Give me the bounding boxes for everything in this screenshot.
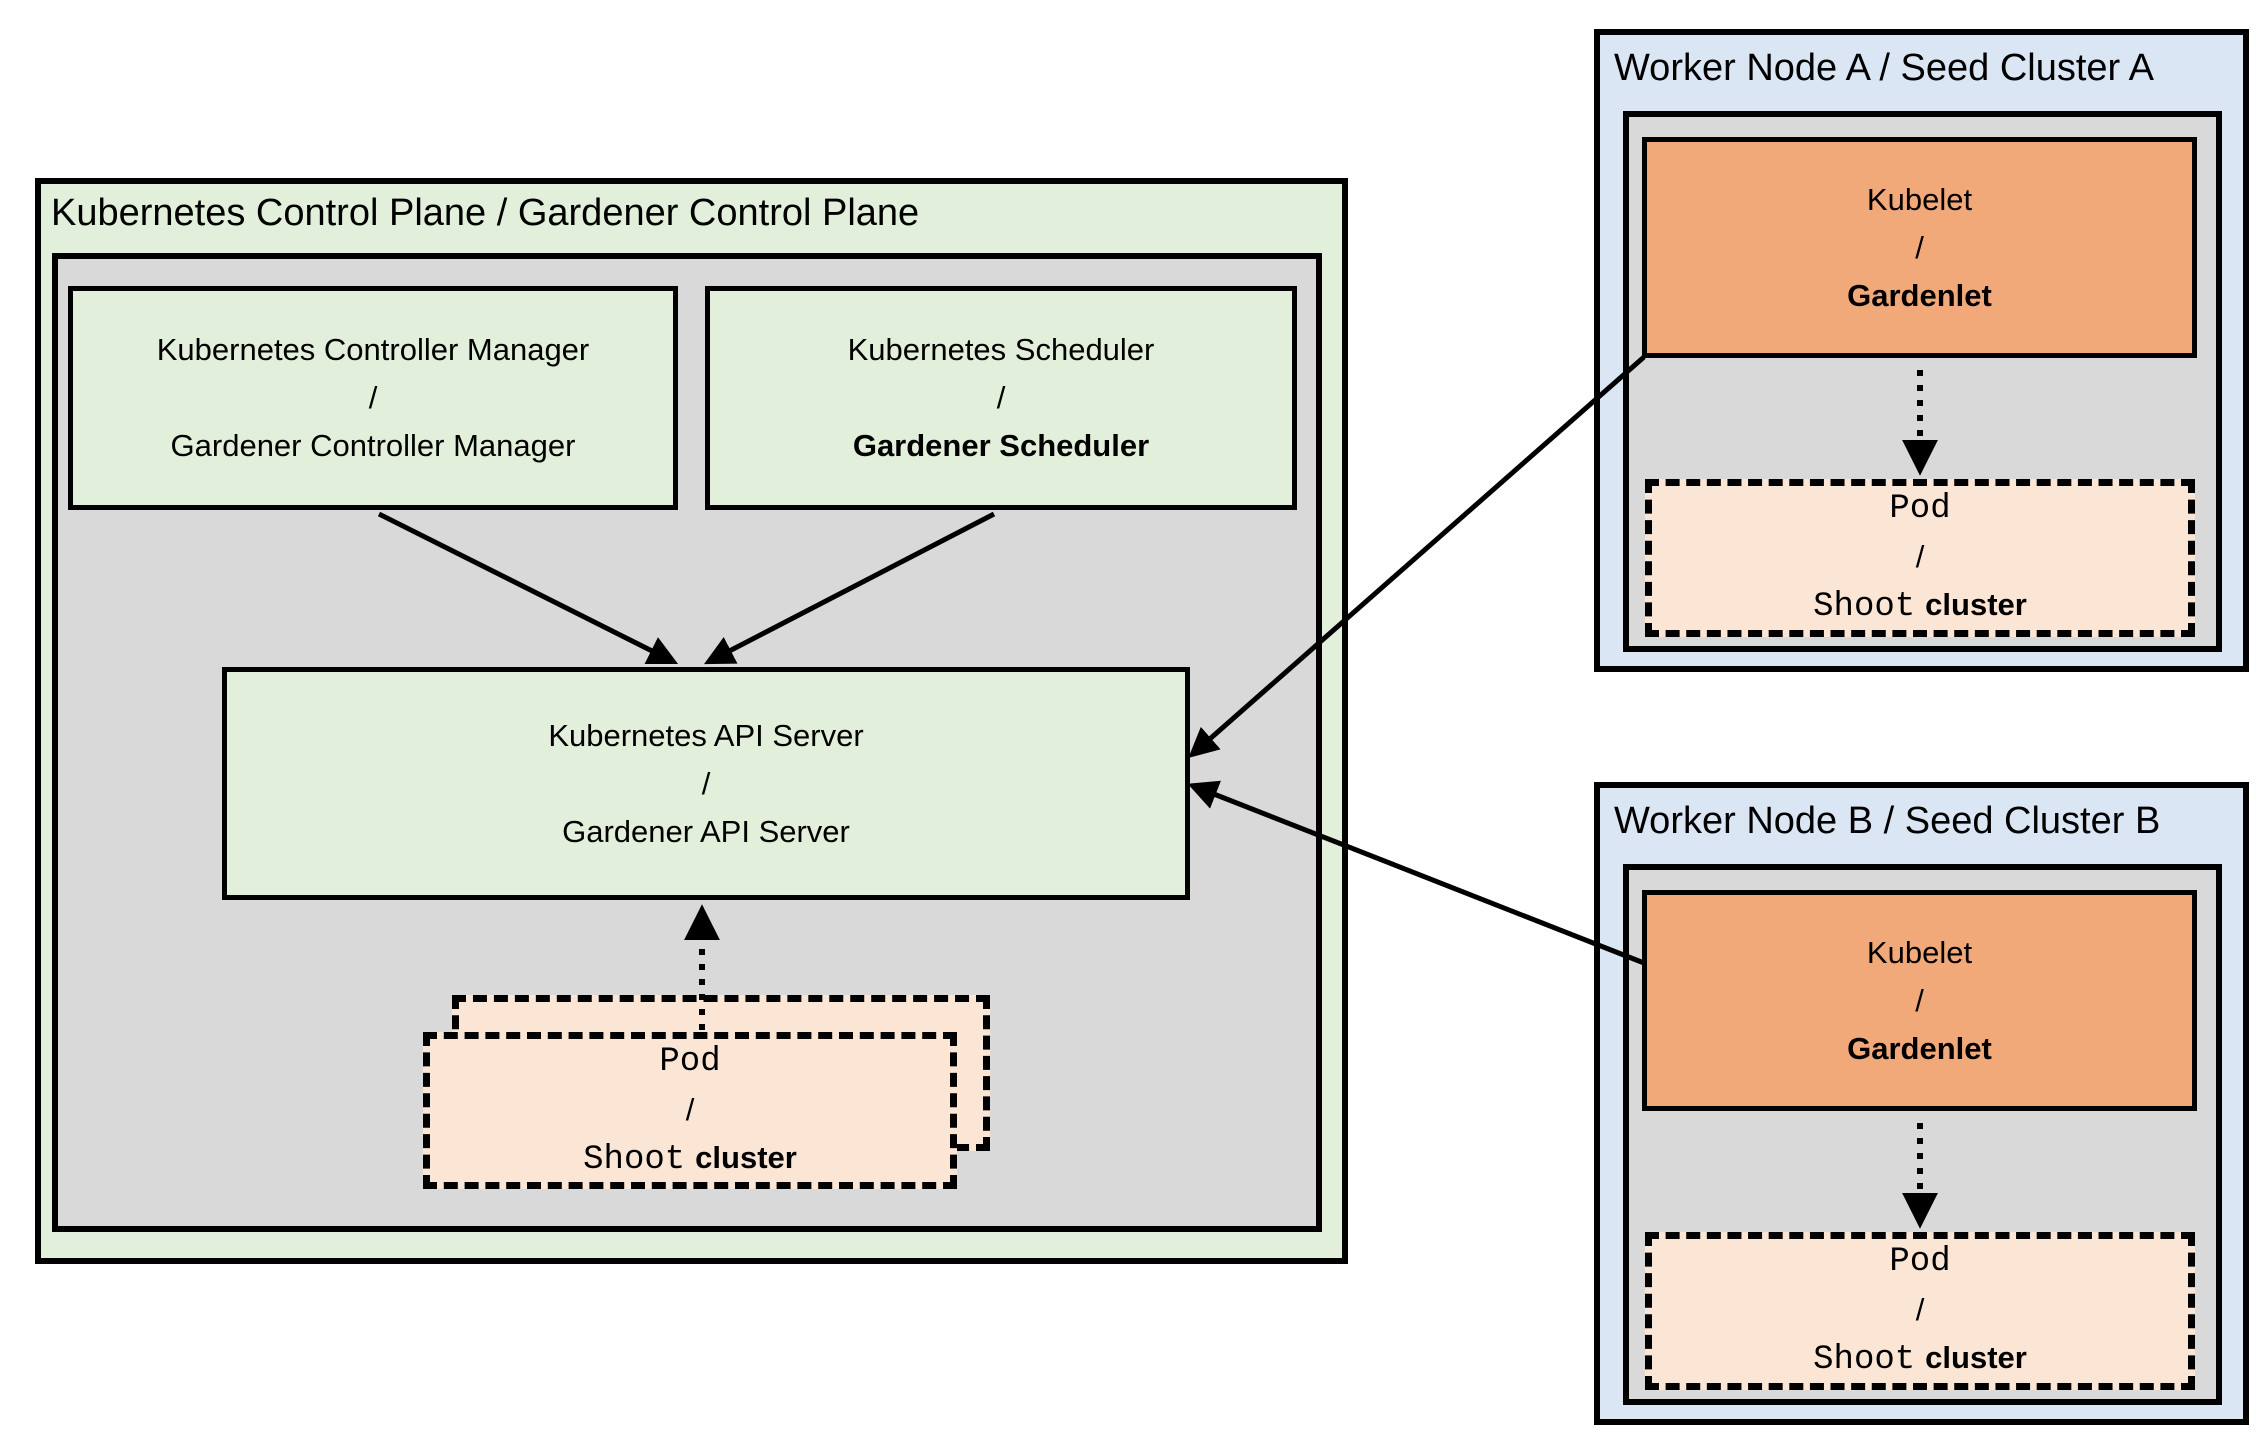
worker-node-b-box: Worker Node B / Seed Cluster B Kubelet /… [1594, 782, 2249, 1425]
pod-shoot-box-b: Pod / Shoot cluster [1645, 1232, 2195, 1390]
scheduler-box: Kubernetes Scheduler / Gardener Schedule… [705, 286, 1297, 510]
pod-label-line1: Pod [659, 1042, 721, 1081]
kubelet-b-line3: Gardenlet [1847, 1030, 1992, 1066]
pod-b-line2: / [1915, 1292, 1925, 1327]
pod-a-line3-text: cluster [1925, 587, 2027, 622]
worker-node-b-inner-panel: Kubelet / Gardenlet Pod / Shoot cluster [1623, 864, 2222, 1405]
pod-b-line3-code: Shoot [1813, 1341, 1916, 1379]
worker-node-a-title: Worker Node A / Seed Cluster A [1614, 47, 2155, 89]
api-server-label-line1: Kubernetes API Server [548, 717, 864, 753]
kubelet-gardenlet-box-a: Kubelet / Gardenlet [1642, 137, 2197, 358]
pod-shoot-box-a: Pod / Shoot cluster [1645, 479, 2195, 637]
kubelet-a-line2: / [1915, 229, 1924, 265]
pod-a-line3: Shoot cluster [1813, 581, 2027, 631]
controller-manager-label-line1: Kubernetes Controller Manager [156, 332, 590, 367]
pod-a-line1: Pod [1889, 490, 1951, 528]
pod-a-line2: / [1915, 539, 1925, 574]
scheduler-label-line1: Kubernetes Scheduler [847, 332, 1155, 367]
pod-b-line3-text: cluster [1925, 1340, 2027, 1375]
control-plane-box: Kubernetes Control Plane / Gardener Cont… [35, 178, 1348, 1264]
worker-node-a-inner-panel: Kubelet / Gardenlet Pod / Shoot cluster [1623, 111, 2222, 652]
control-plane-title: Kubernetes Control Plane / Gardener Cont… [51, 192, 920, 234]
kubelet-gardenlet-label-b: Kubelet / Gardenlet [1647, 895, 2192, 1106]
pod-label-line3-code: Shoot [583, 1140, 686, 1179]
pod-shoot-label-a: Pod / Shoot cluster [1652, 486, 2188, 630]
scheduler-label-line2: / [996, 380, 1006, 415]
controller-manager-label-line2: / [368, 380, 378, 415]
pod-shoot-label-b: Pod / Shoot cluster [1652, 1239, 2188, 1383]
pod-label-line2: / [685, 1091, 695, 1127]
scheduler-label: Kubernetes Scheduler / Gardener Schedule… [710, 291, 1292, 505]
scheduler-label-line3: Gardener Scheduler [852, 428, 1150, 463]
controller-manager-label-line3: Gardener Controller Manager [170, 428, 576, 463]
api-server-box: Kubernetes API Server / Gardener API Ser… [222, 667, 1190, 900]
pod-label-line3-text: cluster [695, 1139, 797, 1175]
kubelet-gardenlet-box-b: Kubelet / Gardenlet [1642, 890, 2197, 1111]
control-plane-inner-panel: Kubernetes Controller Manager / Gardener… [52, 253, 1322, 1232]
kubelet-gardenlet-label-a: Kubelet / Gardenlet [1647, 142, 2192, 353]
worker-node-a-box: Worker Node A / Seed Cluster A Kubelet /… [1594, 29, 2249, 672]
kubelet-a-line1: Kubelet [1866, 181, 1973, 217]
kubelet-b-line2: / [1915, 982, 1924, 1018]
api-server-label-line2: / [701, 765, 711, 801]
pod-b-line3: Shoot cluster [1813, 1334, 2027, 1384]
pod-a-line3-code: Shoot [1813, 588, 1916, 626]
worker-node-b-title: Worker Node B / Seed Cluster B [1614, 800, 2161, 842]
api-server-label: Kubernetes API Server / Gardener API Ser… [227, 672, 1185, 895]
kubelet-b-line1: Kubelet [1866, 934, 1973, 970]
kubelet-a-line3: Gardenlet [1847, 277, 1992, 313]
controller-manager-label: Kubernetes Controller Manager / Gardener… [73, 291, 673, 505]
api-server-label-line3: Gardener API Server [562, 813, 850, 849]
controller-manager-box: Kubernetes Controller Manager / Gardener… [68, 286, 678, 510]
pod-b-line1: Pod [1889, 1243, 1951, 1281]
